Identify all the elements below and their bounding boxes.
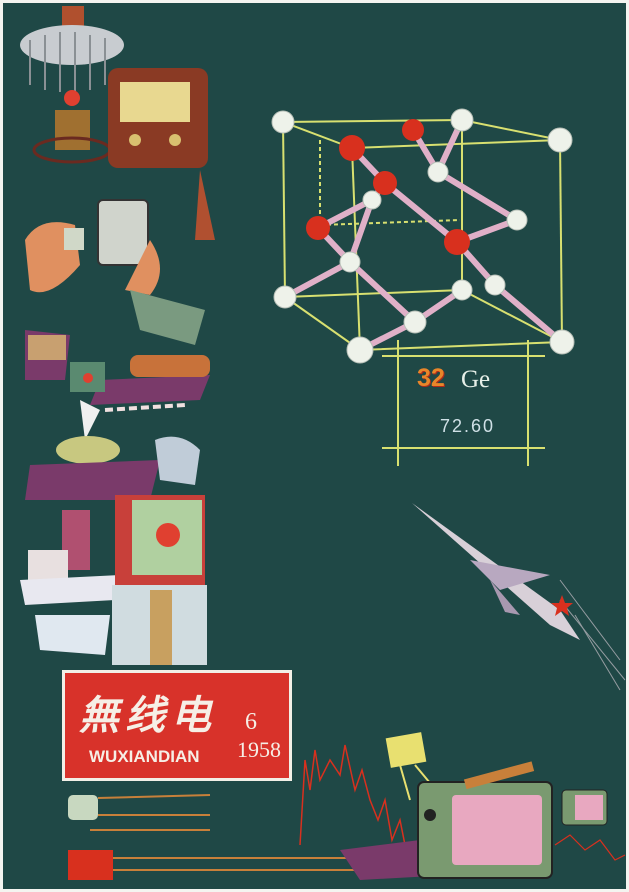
radio-set-illustration — [108, 68, 215, 240]
traffic-control-illustration — [25, 330, 210, 500]
lattice-atoms-white — [271, 108, 575, 364]
city-and-tv-illustration — [20, 495, 207, 665]
transistor-radio-illustration — [340, 732, 608, 880]
element-atomic-number: 32 — [417, 364, 445, 392]
element-symbol: Ge — [461, 366, 491, 393]
issue-number: 6 — [245, 709, 257, 735]
hands-with-components-illustration — [25, 199, 205, 345]
masthead-title-pinyin: WUXIANDIAN — [89, 747, 200, 766]
masthead-box: 無线电 WUXIANDIAN 6 1958 — [62, 670, 292, 781]
jet-aircraft-illustration — [412, 503, 626, 691]
masthead-title-chinese: 無线电 — [79, 692, 217, 739]
element-card-frame — [382, 340, 545, 466]
lattice-atoms-red — [306, 119, 470, 255]
signal-waveform — [299, 744, 406, 846]
issue-year: 1958 — [237, 737, 281, 762]
element-atomic-mass: 72.60 — [440, 416, 496, 436]
resistor-illustration — [68, 794, 370, 880]
